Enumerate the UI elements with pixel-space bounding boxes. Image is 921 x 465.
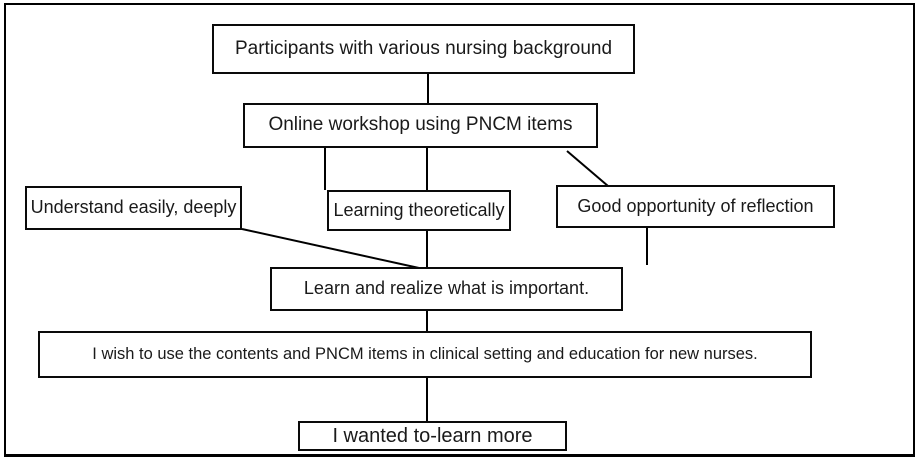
node-wanted: I wanted to-learn more (298, 421, 567, 451)
node-participants-label: Participants with various nursing backgr… (234, 37, 613, 59)
node-wish-label: I wish to use the contents and PNCM item… (92, 344, 758, 364)
node-theoretical-label: Learning theoretically (333, 199, 505, 220)
outer-frame (4, 3, 915, 457)
node-theoretical: Learning theoretically (327, 190, 511, 231)
node-workshop: Online workshop using PNCM items (243, 103, 598, 148)
node-understand: Understand easily, deeply (25, 186, 242, 230)
node-workshop-label: Online workshop using PNCM items (268, 114, 573, 136)
node-participants: Participants with various nursing backgr… (212, 24, 635, 74)
node-reflection: Good opportunity of reflection (556, 185, 835, 228)
connector-understand-realize-diagonal (241, 228, 420, 269)
node-wanted-label: I wanted to-learn more (332, 425, 533, 447)
connector-workshop-reflection-diagonal (566, 150, 609, 187)
node-realize: Learn and realize what is important. (270, 267, 623, 311)
node-realize-label: Learn and realize what is important. (303, 278, 590, 299)
node-understand-label: Understand easily, deeply (30, 197, 237, 218)
node-wish: I wish to use the contents and PNCM item… (38, 331, 812, 378)
node-reflection-label: Good opportunity of reflection (577, 195, 814, 216)
